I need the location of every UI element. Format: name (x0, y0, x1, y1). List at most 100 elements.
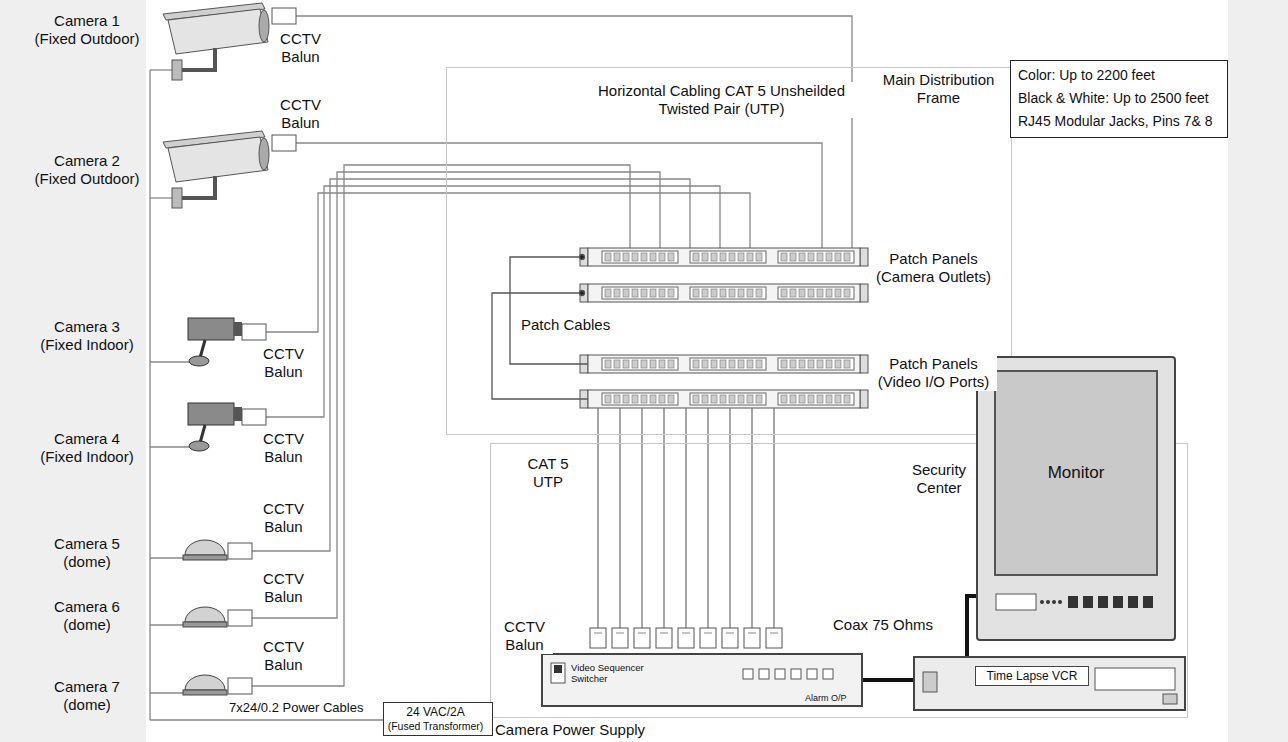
button (1083, 596, 1093, 608)
vcr-button (1163, 694, 1177, 704)
jack (844, 253, 850, 261)
vcr-button (923, 672, 937, 692)
balun-icon (744, 628, 760, 648)
jack (632, 253, 638, 261)
note-box: Color: Up to 2200 feetBlack & White: Up … (1010, 60, 1228, 138)
jack (623, 360, 629, 368)
jack (720, 360, 726, 368)
jack (711, 253, 717, 261)
balun-detail (594, 633, 602, 634)
jack-block (690, 287, 766, 299)
jack (702, 395, 708, 403)
jack (835, 395, 841, 403)
jack (650, 289, 656, 297)
jack (693, 395, 699, 403)
jack (808, 395, 814, 403)
utp-cable (773, 408, 774, 628)
node-text: Main Distribution Frame (871, 71, 1006, 107)
jack (693, 289, 699, 297)
jack (650, 253, 656, 261)
jack (668, 289, 674, 297)
jack (632, 289, 638, 297)
jack (720, 395, 726, 403)
jack (614, 360, 620, 368)
jack (641, 395, 647, 403)
balun-icon (722, 628, 738, 648)
component-label: Camera Power Supply (494, 721, 646, 739)
utp-cable (707, 408, 708, 628)
jack-block (778, 251, 854, 263)
tape-slot (1095, 668, 1175, 690)
jack (781, 395, 787, 403)
jack (799, 395, 805, 403)
balun-label: CCTV Balun (255, 500, 312, 536)
balun-label: CCTV Balun (272, 96, 329, 132)
component-label: 7x24/0.2 Power Cables (228, 700, 364, 716)
jack (711, 395, 717, 403)
jack (659, 289, 665, 297)
balun-label: CCTV Balun (255, 638, 312, 674)
jack (623, 253, 629, 261)
balun-icon (634, 628, 650, 648)
button (1143, 596, 1153, 608)
component-label: Patch Panels (Camera Outlets) (870, 250, 997, 286)
button (1113, 596, 1123, 608)
jack (844, 360, 850, 368)
utp-cable (597, 408, 598, 628)
jack (641, 289, 647, 297)
panel-body (588, 248, 860, 266)
balun-detail (616, 633, 624, 634)
utp-drops (590, 408, 782, 648)
camera-label: Camera 3 (Fixed Indoor) (32, 318, 142, 354)
jack (826, 395, 832, 403)
camera-label: Camera 5 (dome) (32, 535, 142, 571)
jack (808, 253, 814, 261)
jack (781, 360, 787, 368)
jack (799, 360, 805, 368)
jack (781, 289, 787, 297)
camera-label: Camera 1 (Fixed Outdoor) (32, 12, 142, 48)
balun-label: CCTV Balun (496, 618, 553, 654)
jack (623, 395, 629, 403)
jack-block (690, 251, 766, 263)
jack (738, 253, 744, 261)
jack (668, 360, 674, 368)
node-text: Alarm O/P (805, 693, 857, 704)
knob (1046, 600, 1050, 604)
selector-button (791, 669, 801, 679)
jack-block (778, 287, 854, 299)
button (1128, 596, 1138, 608)
balun-icon (590, 628, 606, 648)
panel-ear (860, 355, 868, 373)
balun-icon (656, 628, 672, 648)
jack (817, 289, 823, 297)
balun-detail (726, 633, 734, 634)
balun-icon (700, 628, 716, 648)
power-cables (150, 70, 383, 720)
jack (738, 360, 744, 368)
jack (808, 360, 814, 368)
jack (781, 253, 787, 261)
jack (756, 395, 762, 403)
balun-label: CCTV Balun (255, 570, 312, 606)
jack (817, 253, 823, 261)
jack (605, 289, 611, 297)
jack (799, 253, 805, 261)
knob (1040, 600, 1044, 604)
panel-ear (580, 248, 588, 266)
jack (720, 253, 726, 261)
jack (756, 253, 762, 261)
knob (1052, 600, 1056, 604)
jack (693, 360, 699, 368)
jack (702, 289, 708, 297)
jack (720, 289, 726, 297)
jack (659, 253, 665, 261)
jack (623, 289, 629, 297)
jack (826, 289, 832, 297)
balun-detail (682, 633, 690, 634)
side-band (1228, 0, 1288, 742)
balun-detail (638, 633, 646, 634)
camera-label: Camera 4 (Fixed Indoor) (32, 430, 142, 466)
jack (702, 253, 708, 261)
node-text: (Fused Transformer) (384, 720, 487, 733)
